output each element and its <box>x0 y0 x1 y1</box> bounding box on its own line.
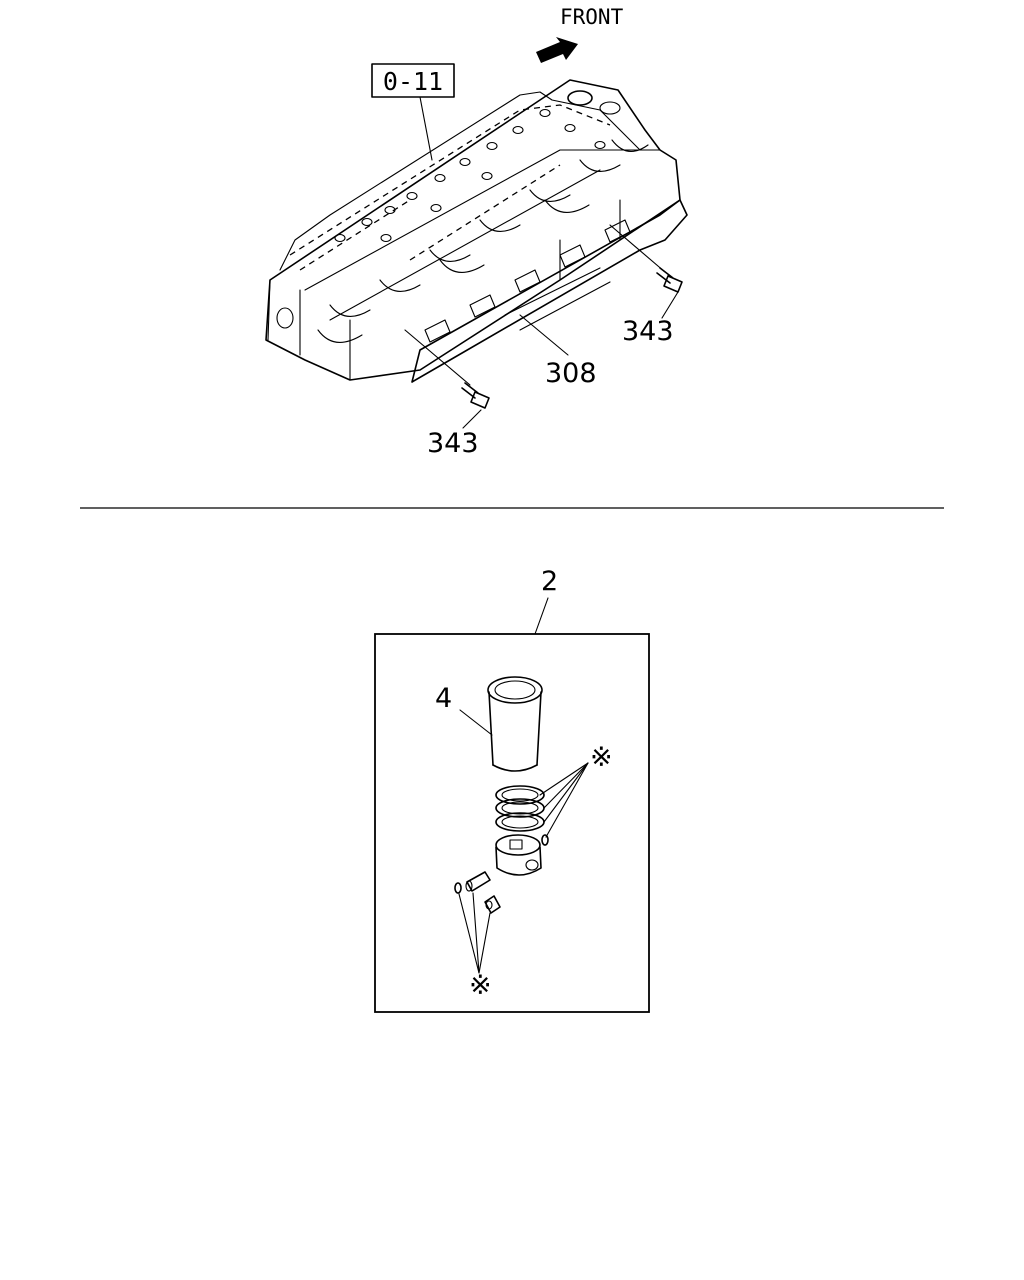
gasket-leader-line <box>519 314 569 356</box>
pin-bushing <box>484 895 501 914</box>
cylinder-liner <box>487 676 543 772</box>
head-outline <box>265 79 681 381</box>
liner-leader-line <box>459 709 493 736</box>
bolt-left-leader <box>462 409 482 429</box>
pin-clip-mark: ※ <box>469 970 492 1001</box>
head-bolt-holes <box>334 108 606 243</box>
gasket-ports <box>424 219 631 343</box>
bolt-right-leader <box>661 291 679 319</box>
callout-kit: 2 <box>541 566 558 597</box>
head-front-boss <box>276 307 294 329</box>
piston-pin <box>465 871 491 892</box>
callout-liner: 4 <box>435 683 452 714</box>
bolt-right <box>609 224 683 293</box>
head-front-face <box>267 149 661 381</box>
manifold-gasket <box>411 199 688 383</box>
piston <box>495 834 542 876</box>
bolt-left <box>404 329 490 409</box>
head-end-boss <box>599 101 621 115</box>
cylinder-head-assembly: FRONT 0-11 <box>265 5 688 459</box>
snap-ring-right <box>541 834 549 846</box>
head-gasket-dashed <box>289 104 611 271</box>
piston-kit-assembly: 2 4 <box>374 566 650 1013</box>
ring-set-leaders <box>539 762 589 838</box>
callout-343-left: 343 <box>427 428 479 459</box>
front-arrow-icon <box>536 37 578 63</box>
head-top-deck <box>279 91 641 271</box>
callout-308: 308 <box>545 358 597 389</box>
reference-box-label: 0-11 <box>383 67 443 96</box>
piston-rings <box>495 785 545 832</box>
ring-set-mark: ※ <box>590 742 613 773</box>
pin-clip-leaders <box>458 892 491 974</box>
callout-343-right: 343 <box>622 316 674 347</box>
front-label: FRONT <box>560 5 624 29</box>
reference-box <box>371 63 455 98</box>
head-end-plug <box>567 90 593 106</box>
kit-leader-line <box>534 597 549 635</box>
snap-ring-left <box>454 882 462 894</box>
camshaft-journals <box>317 139 649 343</box>
kit-frame <box>374 633 650 1013</box>
reference-leader-line <box>419 96 433 161</box>
